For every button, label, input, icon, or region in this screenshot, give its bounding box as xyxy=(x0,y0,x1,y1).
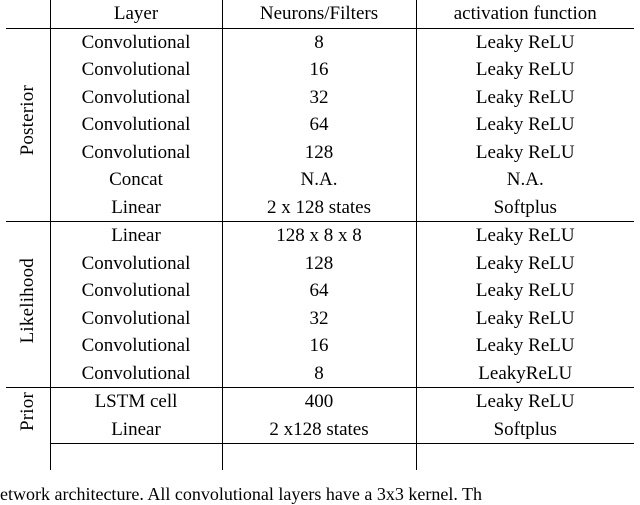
group-label-prior: Prior xyxy=(6,387,50,444)
cell-activation: LeakyReLU xyxy=(416,359,634,388)
table-row: Linear 2 x 128 states Softplus xyxy=(6,193,634,222)
cell-layer: Convolutional xyxy=(49,56,223,84)
cell-activation: Leaky ReLU xyxy=(475,307,575,329)
table-row: Posterior Convolutional 8 Leaky ReLU xyxy=(6,28,634,156)
cell-neurons: 2 x 128 states xyxy=(222,193,417,222)
cell-neurons: 16 xyxy=(222,332,417,360)
cell-neurons: 8 xyxy=(222,28,417,56)
trailing-activation-cell xyxy=(416,444,634,470)
cell-layer: Linear xyxy=(49,221,223,250)
cell-neurons: 128 x 8 x 8 xyxy=(222,221,417,250)
cell-neurons: 64 xyxy=(222,277,417,305)
header-layer: Layer xyxy=(49,0,223,29)
cell-activation: Leaky ReLU xyxy=(475,59,575,80)
cell-activation: Softplus xyxy=(416,193,634,222)
table-body: Layer Neurons/Filters activation functio… xyxy=(6,0,634,470)
cell-layer: Convolutional xyxy=(49,83,223,111)
cell-layer: Convolutional xyxy=(49,359,223,388)
cell-neurons: 64 xyxy=(222,111,417,139)
header-neurons: Neurons/Filters xyxy=(222,0,417,29)
header-group-blank xyxy=(6,0,50,29)
trailing-layer-cell xyxy=(49,443,223,470)
cell-activation: Leaky ReLU xyxy=(475,335,575,356)
table-row: Convolutional 32 Leaky ReLU xyxy=(6,304,634,332)
cell-activation: Leaky ReLU xyxy=(475,141,575,163)
group-label-text: Posterior xyxy=(17,85,38,156)
cell-neurons: 32 xyxy=(222,304,417,332)
header-activation: activation function xyxy=(416,0,634,29)
table-row: Likelihood Linear 128 x 8 x 8 Leaky ReLU xyxy=(6,221,634,388)
table-row: Prior LSTM cell 400 Leaky ReLU xyxy=(6,387,634,444)
table-row: Convolutional 16 Leaky ReLU xyxy=(6,56,634,84)
cell-activation: Leaky ReLU xyxy=(475,114,575,135)
table-row: Convolutional 128 Leaky ReLU xyxy=(6,138,634,166)
cell-activation: Leaky ReLU xyxy=(475,280,575,301)
cell-layer: Convolutional xyxy=(49,304,223,332)
trailing-neurons-cell xyxy=(222,443,417,470)
table-row: Convolutional 128 Leaky ReLU xyxy=(6,249,634,277)
group-label-text: Likelihood xyxy=(17,257,38,343)
table-row: Linear 2 x128 states Softplus xyxy=(6,415,634,444)
cell-neurons: 128 xyxy=(222,138,417,166)
cell-layer: Concat xyxy=(49,166,223,194)
cell-activation: N.A. xyxy=(506,169,544,190)
cell-layer: Linear xyxy=(49,193,223,222)
cell-neurons: 32 xyxy=(222,83,417,111)
cell-layer: Convolutional xyxy=(49,28,223,56)
trailing-group-cell xyxy=(6,444,50,470)
group-label-text: Prior xyxy=(17,392,38,431)
cell-activation: Softplus xyxy=(416,415,634,444)
cell-activation: Leaky ReLU xyxy=(475,252,575,274)
cell-layer: Convolutional xyxy=(49,111,223,139)
table-row: Concat N.A. N.A. xyxy=(6,166,634,194)
table-row: Convolutional 32 Leaky ReLU xyxy=(6,83,634,111)
cell-layer: Convolutional xyxy=(49,249,223,277)
cell-neurons: 16 xyxy=(222,56,417,84)
cell-layer: Convolutional xyxy=(49,138,223,166)
cell-layer: Convolutional xyxy=(49,332,223,360)
cell-layer: Linear xyxy=(49,415,223,444)
cell-neurons: 2 x128 states xyxy=(222,415,417,444)
table-row: Convolutional 8 LeakyReLU xyxy=(6,359,634,388)
cell-layer: LSTM cell xyxy=(49,387,223,416)
group-label-posterior: Posterior xyxy=(6,28,50,222)
table-row: Convolutional 64 Leaky ReLU xyxy=(6,111,634,139)
table-row: Convolutional 16 Leaky ReLU xyxy=(6,332,634,360)
table-header-row: Layer Neurons/Filters activation functio… xyxy=(6,0,634,29)
table-row-trailing xyxy=(6,443,634,470)
cell-neurons: N.A. xyxy=(222,166,417,194)
cell-neurons: 8 xyxy=(222,359,417,388)
cell-neurons: 128 xyxy=(222,249,417,277)
cell-activation: Leaky ReLU xyxy=(475,225,575,246)
cell-activation: Leaky ReLU xyxy=(475,391,575,412)
group-label-likelihood: Likelihood xyxy=(6,221,50,388)
cell-layer: Convolutional xyxy=(49,277,223,305)
network-architecture-table: Layer Neurons/Filters activation functio… xyxy=(6,0,634,470)
cell-neurons: 400 xyxy=(222,387,417,416)
table-row: Convolutional 64 Leaky ReLU xyxy=(6,277,634,305)
figure-caption: etwork architecture. All convolutional l… xyxy=(0,484,483,504)
cell-activation: Leaky ReLU xyxy=(475,31,575,53)
cell-activation: Leaky ReLU xyxy=(475,86,575,108)
